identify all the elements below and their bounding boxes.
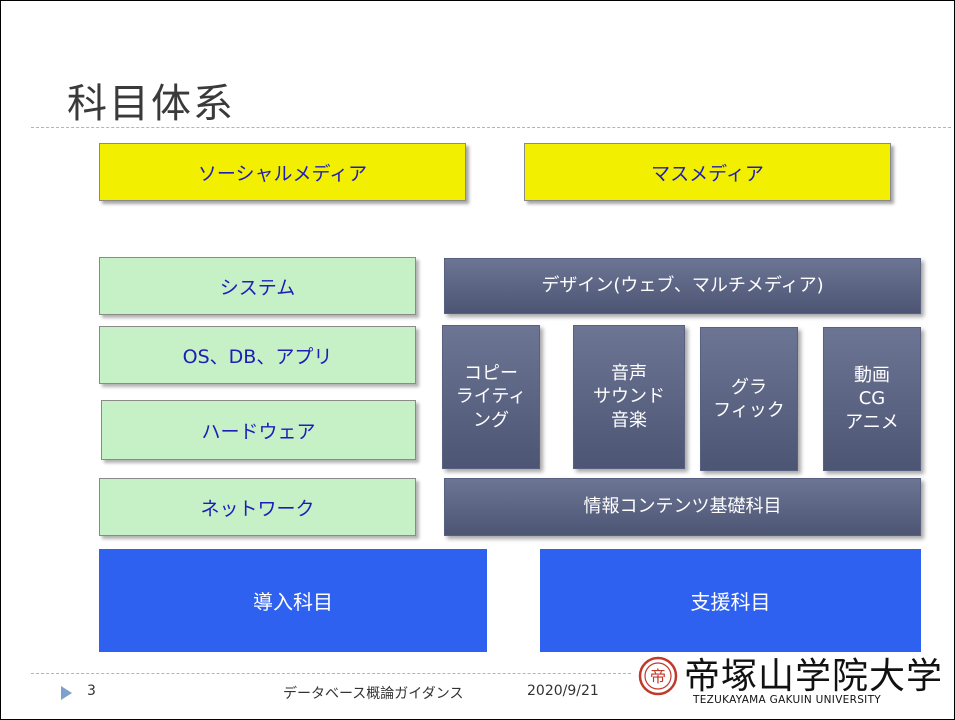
support-course-label: 支援科目 (690, 590, 771, 614)
university-seal-icon: 帝 (638, 656, 678, 696)
hardware-label: ハードウェア (201, 420, 316, 443)
page-number: 3 (87, 683, 96, 699)
os-db-app-label: OS、DB、アプリ (182, 345, 333, 368)
graphic-label: グラ フィック (713, 376, 785, 421)
network-box: ネットワーク (99, 478, 416, 536)
university-name-en: TEZUKAYAMA GAKUIN UNIVERSITY (693, 694, 881, 706)
mass-media-label: マスメディア (651, 162, 764, 185)
intro-course-box: 導入科目 (99, 549, 487, 652)
system-box: システム (99, 257, 416, 315)
footer-course-title: データベース概論ガイダンス (283, 686, 464, 702)
foundation-box: 情報コンテンツ基礎科目 (444, 478, 921, 536)
graphic-box: グラ フィック (700, 327, 798, 471)
system-label: システム (219, 276, 296, 299)
seal-character: 帝 (650, 667, 666, 686)
video-box: 動画 CG アニメ (823, 327, 921, 471)
copywriting-box: コピー ライティ ング (442, 325, 540, 469)
slide-title: 科目体系 (67, 81, 235, 127)
social-media-label: ソーシャルメディア (197, 162, 368, 185)
design-header-box: デザイン(ウェブ、マルチメディア) (444, 258, 921, 314)
social-media-box: ソーシャルメディア (99, 143, 466, 201)
foundation-label: 情報コンテンツ基礎科目 (583, 496, 782, 518)
copywriting-label: コピー ライティ ング (455, 362, 527, 431)
design-header-label: デザイン(ウェブ、マルチメディア) (541, 275, 824, 297)
audio-box: 音声 サウンド 音楽 (573, 325, 685, 469)
mass-media-box: マスメディア (524, 143, 891, 201)
footer-divider (31, 673, 631, 674)
network-label: ネットワーク (200, 497, 315, 520)
hardware-box: ハードウェア (101, 400, 416, 460)
os-db-app-box: OS、DB、アプリ (99, 326, 416, 384)
triangle-bullet-icon (61, 686, 72, 700)
audio-label: 音声 サウンド 音楽 (593, 362, 665, 431)
footer-date: 2020/9/21 (527, 683, 599, 699)
title-divider (31, 127, 951, 128)
video-label: 動画 CG アニメ (845, 364, 899, 433)
university-name-ja: 帝塚山学院大学 (684, 656, 944, 697)
support-course-box: 支援科目 (540, 549, 921, 652)
intro-course-label: 導入科目 (253, 590, 333, 614)
